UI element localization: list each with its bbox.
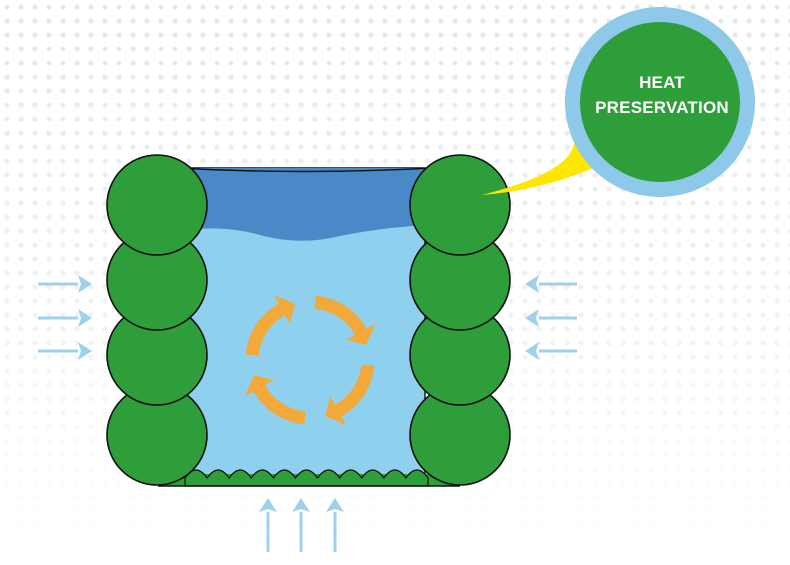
arrow-left-icon xyxy=(525,309,577,327)
arrow-right-icon-head xyxy=(78,309,92,327)
arrow-up-icon xyxy=(292,498,310,552)
callout-label: HEAT PRESERVATION xyxy=(582,70,742,120)
left-tube xyxy=(106,154,208,256)
arrow-right-icon-shaft xyxy=(38,349,78,353)
pool-water xyxy=(177,167,433,483)
circulation-arrow xyxy=(325,364,375,426)
arrow-left-icon-shaft xyxy=(539,316,577,320)
callout-pointer xyxy=(482,112,600,195)
arrow-right-icon xyxy=(38,275,92,293)
arrow-up-icon-head xyxy=(259,498,277,512)
circular-arrows-icon xyxy=(244,294,376,426)
callout-line-1: HEAT xyxy=(639,73,685,92)
arrow-up-icon-shaft xyxy=(333,512,337,552)
right-tube xyxy=(409,154,511,256)
arrow-right-icon xyxy=(38,309,92,327)
arrow-left-icon xyxy=(525,342,577,360)
arrow-left-icon-shaft xyxy=(539,349,577,353)
right-cold-arrows xyxy=(525,275,577,360)
arrow-left-icon-head xyxy=(525,342,539,360)
left-cold-arrows xyxy=(38,275,92,360)
circulation-arrow xyxy=(244,375,306,425)
arrow-up-icon xyxy=(326,498,344,552)
arrow-up-icon xyxy=(259,498,277,552)
arrow-up-icon-head xyxy=(292,498,310,512)
arrow-left-icon xyxy=(525,275,577,293)
arrow-left-icon-shaft xyxy=(539,282,577,286)
right-tube-stack xyxy=(409,154,511,486)
arrow-right-icon xyxy=(38,342,92,360)
callout-line-2: PRESERVATION xyxy=(595,98,729,117)
arrow-left-icon-head xyxy=(525,275,539,293)
arrow-left-icon-head xyxy=(525,309,539,327)
arrow-right-icon-shaft xyxy=(38,282,78,286)
arrow-right-icon-head xyxy=(78,342,92,360)
arrow-up-icon-head xyxy=(326,498,344,512)
arrow-up-icon-shaft xyxy=(266,512,270,552)
water-surface-dark xyxy=(185,168,425,241)
circulation-arrow xyxy=(314,295,376,345)
left-tube-stack xyxy=(106,154,208,486)
circulation-arrow xyxy=(245,294,295,356)
callout-core xyxy=(580,22,740,182)
bottom-tube-row xyxy=(158,469,460,487)
arrow-right-icon-shaft xyxy=(38,316,78,320)
arrow-right-icon-head xyxy=(78,275,92,293)
water-top-edge xyxy=(177,167,433,173)
arrow-up-icon-shaft xyxy=(299,512,303,552)
bottom-cold-arrows xyxy=(259,498,344,552)
callout-bubble xyxy=(565,7,755,197)
bottom-tube-scallop xyxy=(184,469,429,487)
